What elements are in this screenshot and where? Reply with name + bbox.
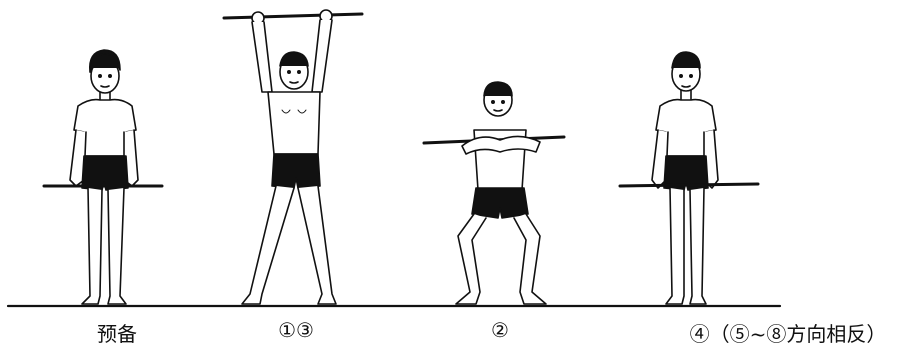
figure-return xyxy=(620,52,758,304)
figure-arms-up xyxy=(224,10,362,304)
caption-step-1-3: ①③ xyxy=(278,318,314,346)
caption-ready: 预备 xyxy=(97,318,137,346)
figure-ready xyxy=(44,50,162,304)
figure-squat xyxy=(424,82,564,304)
caption-step-4: ④（⑤~⑧方向相反） xyxy=(690,318,887,346)
caption-step-2: ② xyxy=(491,318,509,346)
